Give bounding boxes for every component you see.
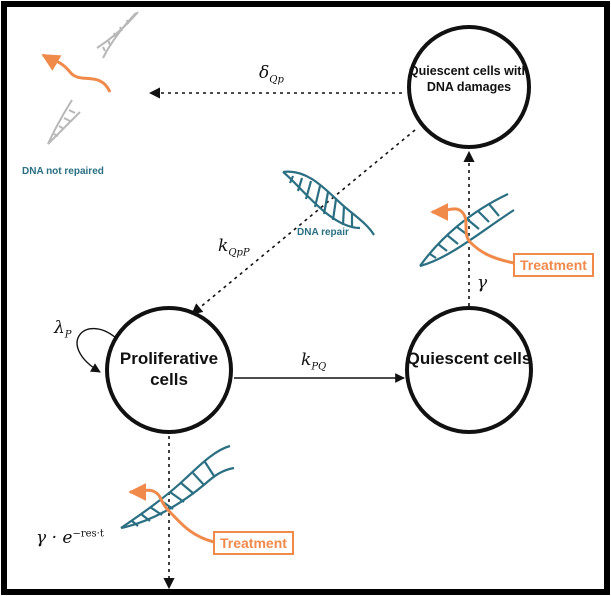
rate-kpq-base: k (301, 350, 312, 370)
quiescent-damaged-node (407, 25, 531, 149)
rate-gamma: γ (477, 273, 487, 293)
edge-proliferation-self-loop (76, 327, 117, 373)
rate-gamma-symbol: γ (477, 273, 488, 293)
quiescent-damaged-label: Quiescent cells with DNA damages (408, 64, 530, 94)
quiescent-label: Quiescent cells (406, 349, 532, 368)
proliferative-node (105, 306, 233, 434)
rate-delta-base: δ (259, 63, 270, 83)
orange-strand-broken (41, 53, 112, 93)
orange-strand-right (430, 202, 515, 265)
rate-delta-sub: Qp (269, 74, 284, 86)
dna-repair-helix (282, 170, 375, 236)
rate-lambda-base: λ (54, 318, 65, 338)
rate-k-pq: kPQ (301, 350, 326, 372)
rate-lambda-sub: P (64, 329, 72, 341)
rate-lambda-p: λP (54, 318, 72, 340)
dna-repair-caption: DNA repair (297, 227, 349, 238)
proliferative-label: Proliferative cells (119, 349, 219, 389)
broken-dna-fragment-lower (47, 99, 81, 145)
rate-gamma-res-base: γ · e (36, 528, 73, 548)
treatment-label-bottom: Treatment (213, 531, 294, 555)
edge-repair-to-proliferative (191, 129, 416, 315)
rate-gamma-res-exp: −res·t (72, 528, 104, 540)
dna-not-repaired-caption: DNA not repaired (22, 166, 104, 177)
dna-damage-helix-bottom (120, 444, 235, 530)
quiescent-node (405, 306, 533, 434)
dna-damage-helix-right (419, 193, 515, 268)
orange-strand-bottom (128, 482, 215, 544)
rate-kpq-sub: PQ (311, 361, 327, 373)
rate-k-qpp: kQpP (218, 236, 250, 258)
rate-kqpp-base: k (218, 236, 229, 256)
rate-kqpp-sub: QpP (228, 247, 250, 259)
rate-delta-qp: δQp (259, 63, 284, 85)
rate-gamma-resistance: γ · e−res·t (36, 528, 104, 548)
broken-dna-fragment-upper (96, 11, 139, 59)
treatment-label-right: Treatment (513, 253, 594, 277)
